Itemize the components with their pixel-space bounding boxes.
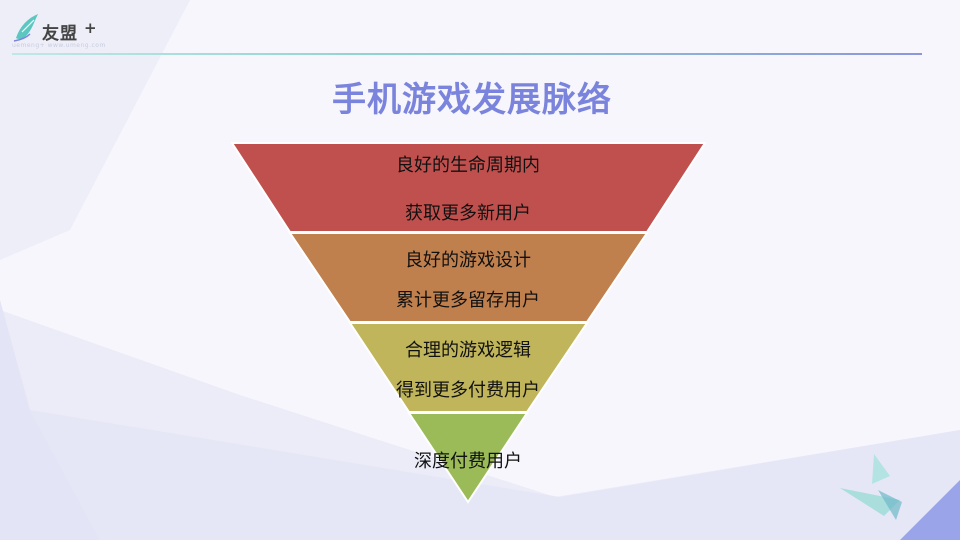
feather-logo-icon [13, 14, 38, 42]
logo-plus: + [84, 19, 97, 37]
tier-1-line-2: 获取更多新用户 [405, 203, 531, 224]
logo-text: 友盟 [42, 24, 78, 44]
tier-3-line-2: 得到更多付费用户 [396, 380, 540, 401]
tier-3-line-1: 合理的游戏逻辑 [405, 340, 531, 361]
logo-subtitle: uemeng+ www.umeng.com [12, 42, 106, 49]
slide-title: 手机游戏发展脉络 [332, 80, 612, 120]
tier-2-line-2: 累计更多留存用户 [396, 290, 540, 311]
tier-1-line-1: 良好的生命周期内 [396, 155, 540, 176]
tier-2-line-1: 良好的游戏设计 [405, 250, 531, 271]
header-divider [12, 53, 922, 55]
corner-decoration [840, 454, 960, 540]
tier-4-line-1: 深度付费用户 [414, 451, 522, 472]
funnel-tier-4 [407, 412, 529, 504]
